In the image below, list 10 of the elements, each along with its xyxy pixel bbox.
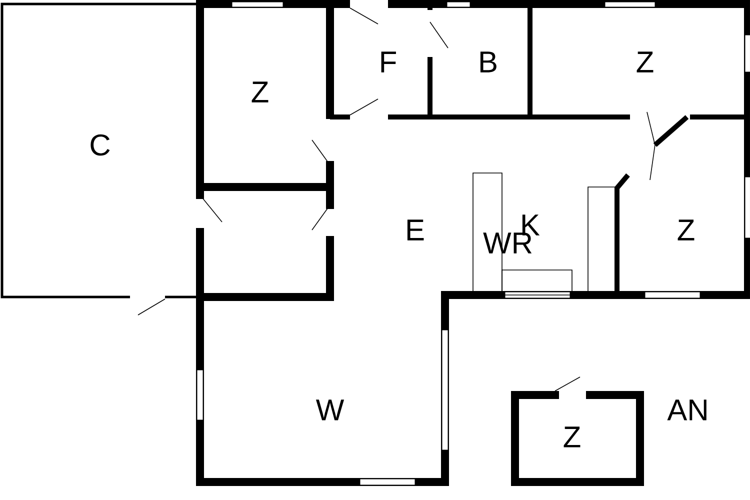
room-label: F — [381, 52, 396, 72]
room-label: E — [407, 220, 424, 240]
room-label: W — [316, 400, 344, 420]
room-label: Z — [678, 220, 694, 240]
room-label: Z — [252, 82, 268, 102]
room-label: Z — [564, 426, 580, 448]
room-label: Z — [636, 52, 654, 72]
room-label: B — [480, 52, 496, 72]
room-label: AN — [667, 400, 706, 420]
room-label: C — [90, 134, 110, 156]
